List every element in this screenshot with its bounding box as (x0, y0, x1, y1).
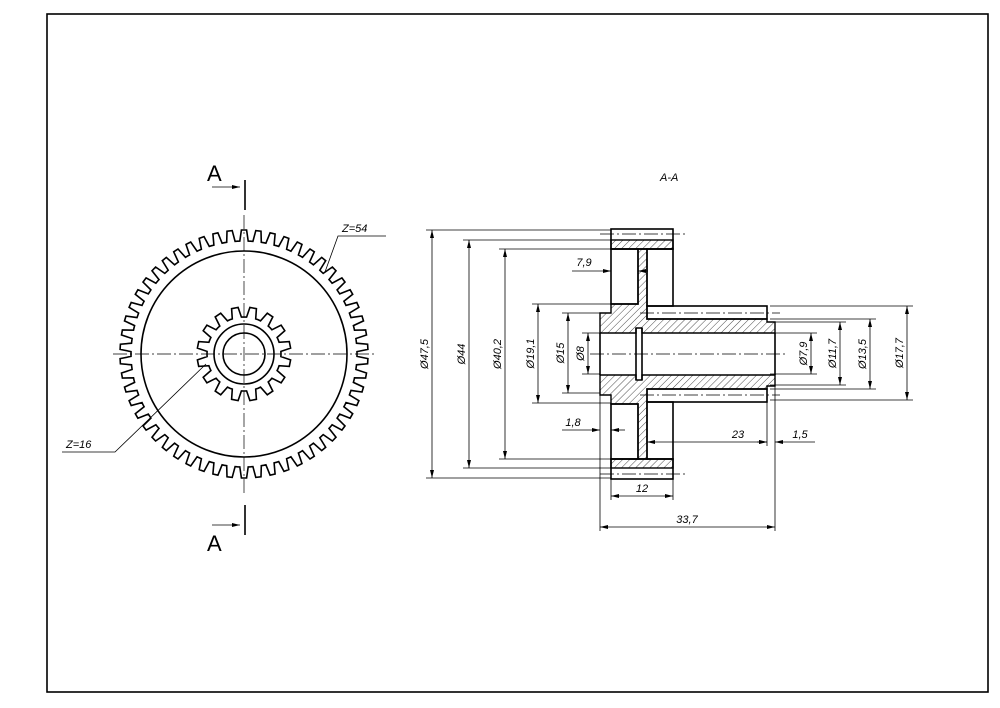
web-gap-right (646, 401, 674, 460)
label-z16: Z=16 (65, 439, 92, 451)
dimension-w23: 23 (647, 429, 767, 444)
section-marker-top: A (207, 161, 246, 210)
label-z54: Z=54 (341, 223, 367, 235)
dimension-label: Ø40,2 (492, 339, 504, 370)
dimension-label: 23 (731, 429, 745, 441)
dimension-d47_5: Ø47,5 (419, 229, 611, 479)
dimension-w12: 12 (611, 483, 673, 498)
section-marker-bottom: A (207, 505, 246, 556)
pinion-teeth-outline (646, 305, 768, 320)
dimension-d40_2: Ø40,2 (492, 248, 611, 460)
rim-section-hatched (610, 458, 674, 469)
dimension-label: Ø17,7 (894, 337, 906, 369)
section-letter-top: A (207, 161, 222, 186)
dimension-label: 33,7 (676, 514, 698, 526)
dimension-label: Ø11,7 (827, 338, 839, 369)
hub-section-hatched (599, 374, 776, 460)
hub-section-hatched (599, 248, 776, 334)
dimension-label: Ø13,5 (857, 338, 869, 370)
dimension-d44: Ø44 (456, 239, 611, 469)
web-gap (610, 403, 639, 460)
dimension-d8: Ø8 (575, 332, 600, 375)
dimension-label: 1,5 (792, 429, 808, 441)
dimension-d7_9: Ø7,9 (770, 332, 817, 375)
dimension-d15: Ø15 (555, 312, 600, 394)
gear-front-view (113, 215, 376, 495)
dimension-label: Ø7,9 (798, 342, 810, 367)
drawing-frame (46, 13, 989, 693)
dimension-label: 7,9 (576, 257, 591, 269)
dimension-label: 12 (636, 483, 648, 495)
gear-label-large: Z=54 (324, 223, 386, 273)
rim-section-hatched (610, 239, 674, 250)
section-view (590, 228, 785, 480)
large-gear-teeth (119, 229, 369, 479)
dimension-label: 1,8 (565, 417, 581, 429)
dimension-label: Ø15 (555, 342, 567, 365)
gear-label-small: Z=16 (62, 363, 207, 453)
section-letter-bottom: A (207, 531, 222, 556)
dimension-label: Ø44 (456, 344, 468, 366)
web-gap-right (646, 248, 674, 307)
dimension-w33_7: 33,7 (600, 514, 775, 529)
pinion-teeth-outline (646, 388, 768, 403)
dimension-d11_7: Ø11,7 (770, 321, 846, 386)
small-gear-teeth (196, 306, 292, 402)
dimension-d13_5: Ø13,5 (770, 318, 876, 390)
dimension-label: Ø19,1 (525, 339, 537, 370)
dimension-d19_1: Ø19,1 (525, 303, 611, 404)
dimensions: Ø47,5 Ø44 Ø40,2 Ø19,1 Ø15 Ø8 Ø7,9 Ø11,7 Ø13,5 Ø17… (419, 229, 913, 531)
web-gap (610, 248, 639, 305)
view-title: A-A (659, 172, 678, 184)
dimension-label: Ø8 (575, 345, 587, 362)
dimension-label: Ø47,5 (419, 338, 431, 370)
dimension-d17_7: Ø17,7 (770, 305, 913, 401)
